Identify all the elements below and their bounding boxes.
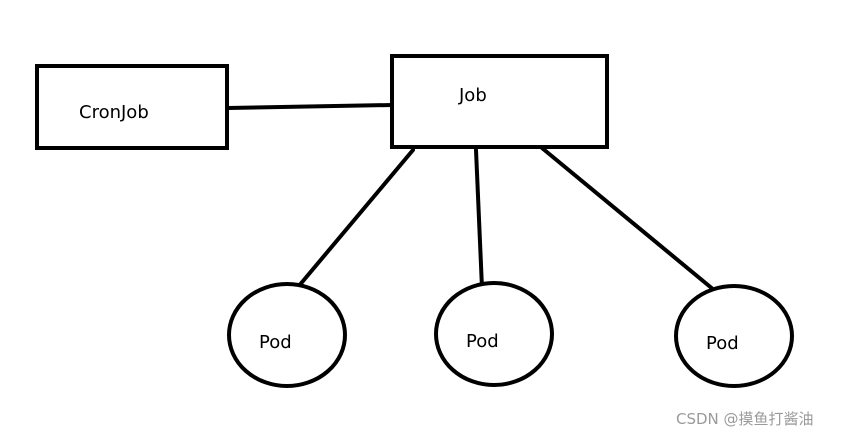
cronjob-node: CronJob — [35, 64, 229, 150]
pod-middle-label: Pod — [466, 331, 499, 352]
pod-right-label: Pod — [706, 333, 739, 354]
csdn-watermark: CSDN @摸鱼打酱油 — [676, 410, 814, 428]
job-label: Job — [458, 85, 487, 106]
edge-job-to-pod-middle — [474, 148, 484, 290]
pod-node-right: Pod — [674, 284, 794, 388]
pod-middle-ellipse — [434, 281, 554, 387]
pod-left-ellipse — [227, 282, 347, 388]
edge-job-to-pod-left — [296, 148, 415, 289]
pod-left-label: Pod — [259, 332, 292, 353]
edge-job-to-pod-right — [540, 146, 716, 292]
edge-cronjob-to-job — [226, 103, 394, 110]
pod-node-left: Pod — [227, 282, 347, 388]
job-node: Job — [390, 54, 609, 149]
cronjob-box — [35, 64, 229, 150]
job-box — [390, 54, 609, 149]
pod-node-middle: Pod — [434, 281, 554, 387]
cronjob-label: CronJob — [79, 102, 149, 123]
pod-right-ellipse — [674, 284, 794, 388]
